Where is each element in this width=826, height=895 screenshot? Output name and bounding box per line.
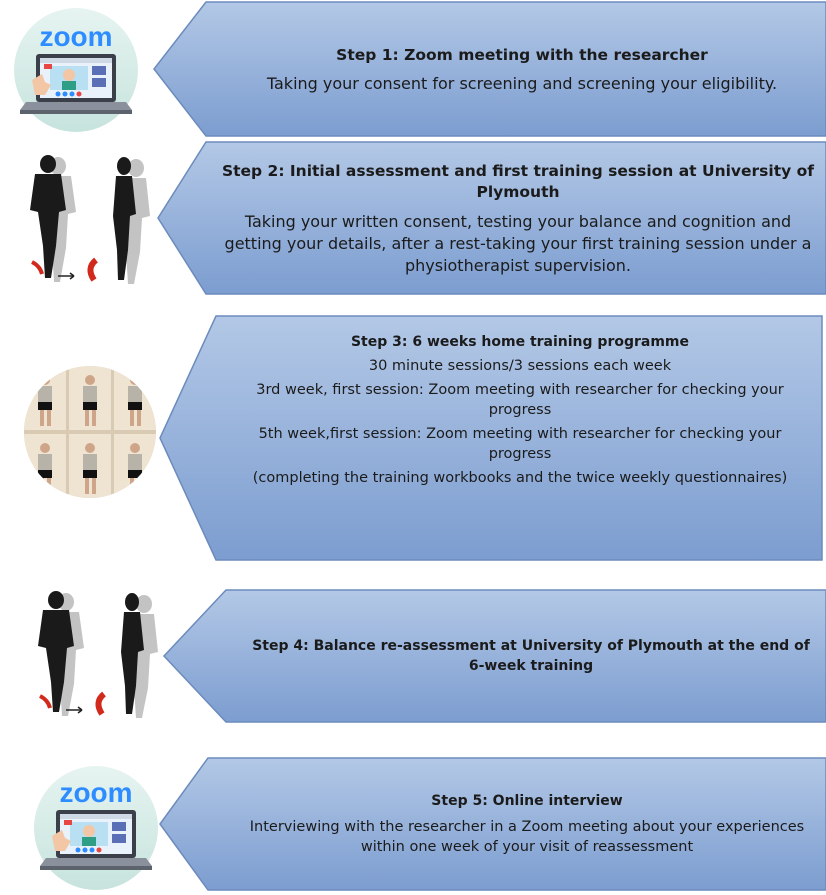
step-1-line-1: Taking your consent for screening and sc… [266, 73, 778, 93]
step-2-title: Step 2: Initial assessment and first tra… [221, 162, 815, 201]
zoom-laptop-icon: zoom [10, 6, 142, 134]
step-3-line-1: 30 minute sessions/3 sessions each week [368, 358, 672, 374]
step-3-title: Step 3: 6 weeks home training programme [350, 334, 690, 350]
body-sway-icon [18, 152, 158, 292]
step-2-arrow-shape [157, 141, 826, 295]
step-2-line-1: Taking your written consent, testing you… [224, 212, 812, 275]
step-3-line-2: 3rd week, first session: Zoom meeting wi… [256, 382, 784, 418]
zoom-logo-text: zoom [39, 21, 112, 52]
step-5: zoom Step 5: Online interview Interviewi… [0, 752, 826, 895]
step-5-arrow-shape [159, 757, 826, 891]
step-1-title: Step 1: Zoom meeting with the researcher [336, 45, 708, 64]
step-3-arrow-shape [159, 315, 823, 561]
step-5-text: Step 5: Online interview Interviewing wi… [228, 790, 826, 860]
step-4-arrow-shape [162, 589, 826, 723]
step-5-title: Step 5: Online interview [431, 793, 623, 809]
exercise-photos-icon [22, 364, 158, 500]
step-3-line-3: 5th week,first session: Zoom meeting wit… [258, 426, 782, 462]
step-4: Step 4: Balance re-assessment at Univers… [0, 586, 826, 726]
body-sway-icon [26, 588, 166, 724]
zoom-logo-text: zoom [59, 777, 132, 808]
zoom-laptop-icon: zoom [30, 762, 162, 895]
step-5-line-1: Interviewing with the researcher in a Zo… [249, 819, 805, 855]
step-1: zoom Step 1: Zoom meeting with the resea… [0, 0, 826, 140]
step-1-text: Step 1: Zoom meeting with the researcher… [222, 34, 822, 104]
step-4-title: Step 4: Balance re-assessment at Univers… [252, 638, 810, 674]
step-4-text: Step 4: Balance re-assessment at Univers… [236, 626, 826, 686]
step-2-text: Step 2: Initial assessment and first tra… [210, 154, 826, 284]
step-1-arrow-shape [153, 1, 826, 137]
step-3-line-4: (completing the training workbooks and t… [252, 470, 788, 486]
step-3: Step 3: 6 weeks home training programme … [0, 312, 826, 564]
step-3-text: Step 3: 6 weeks home training programme … [224, 334, 816, 516]
step-2: Step 2: Initial assessment and first tra… [0, 140, 826, 300]
